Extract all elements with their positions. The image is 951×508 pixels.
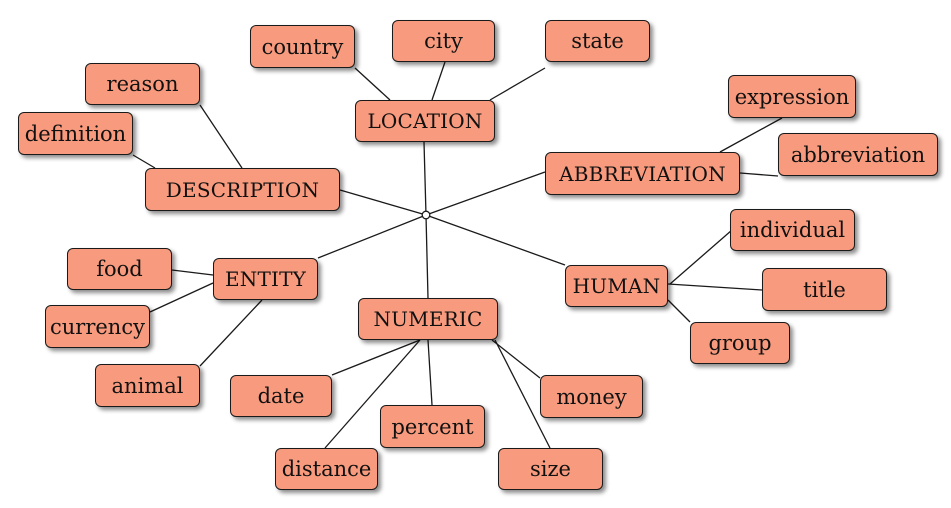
hub-node (421, 210, 431, 220)
edge-human-group (667, 299, 691, 323)
edge-entity-food (171, 269, 214, 276)
edge-location-state (489, 67, 546, 101)
node-distance[interactable]: distance (275, 448, 378, 490)
edge-entity-animal (199, 299, 263, 367)
edge-entity-currency (149, 282, 214, 313)
node-definition[interactable]: definition (18, 112, 133, 155)
node-size[interactable]: size (498, 448, 603, 490)
node-entity[interactable]: ENTITY (213, 258, 318, 300)
edge-numeric-percent (427, 339, 433, 406)
node-state[interactable]: state (545, 20, 650, 62)
edge-hub-description (339, 189, 427, 216)
node-title[interactable]: title (762, 268, 887, 311)
edge-numeric-distance (324, 339, 421, 449)
node-location[interactable]: LOCATION (355, 100, 495, 142)
edge-human-individual (669, 229, 733, 285)
node-currency[interactable]: currency (45, 305, 150, 348)
node-numeric[interactable]: NUMERIC (358, 298, 498, 340)
edge-hub-abbreviation (425, 171, 546, 216)
node-abbreviation-leaf[interactable]: abbreviation (778, 133, 938, 176)
edge-abbreviation-abbreviation (739, 172, 779, 177)
node-money[interactable]: money (540, 375, 643, 418)
node-country[interactable]: country (250, 25, 355, 68)
node-description[interactable]: DESCRIPTION (145, 168, 340, 211)
edge-hub-entity (317, 214, 427, 259)
node-percent[interactable]: percent (380, 405, 485, 448)
node-group[interactable]: group (690, 322, 790, 364)
edge-location-country (354, 67, 391, 101)
edge-hub-human (425, 214, 566, 266)
node-human[interactable]: HUMAN (565, 265, 668, 307)
edge-hub-numeric (425, 214, 429, 299)
edge-human-title (667, 283, 763, 291)
edge-location-city (431, 61, 446, 101)
node-expression[interactable]: expression (728, 75, 856, 118)
node-individual[interactable]: individual (730, 209, 855, 251)
node-animal[interactable]: animal (95, 364, 200, 407)
node-city[interactable]: city (392, 20, 495, 62)
edge-numeric-date (331, 339, 421, 376)
node-date[interactable]: date (230, 375, 332, 417)
edge-abbreviation-expression (719, 117, 783, 153)
edge-numeric-size (494, 339, 551, 449)
edge-description-reason (199, 104, 243, 169)
node-reason[interactable]: reason (85, 63, 200, 105)
node-food[interactable]: food (67, 248, 172, 290)
edge-description-definition (132, 154, 156, 169)
edge-hub-location (423, 141, 427, 216)
node-abbreviation[interactable]: ABBREVIATION (545, 152, 740, 195)
edge-numeric-money (491, 339, 541, 379)
